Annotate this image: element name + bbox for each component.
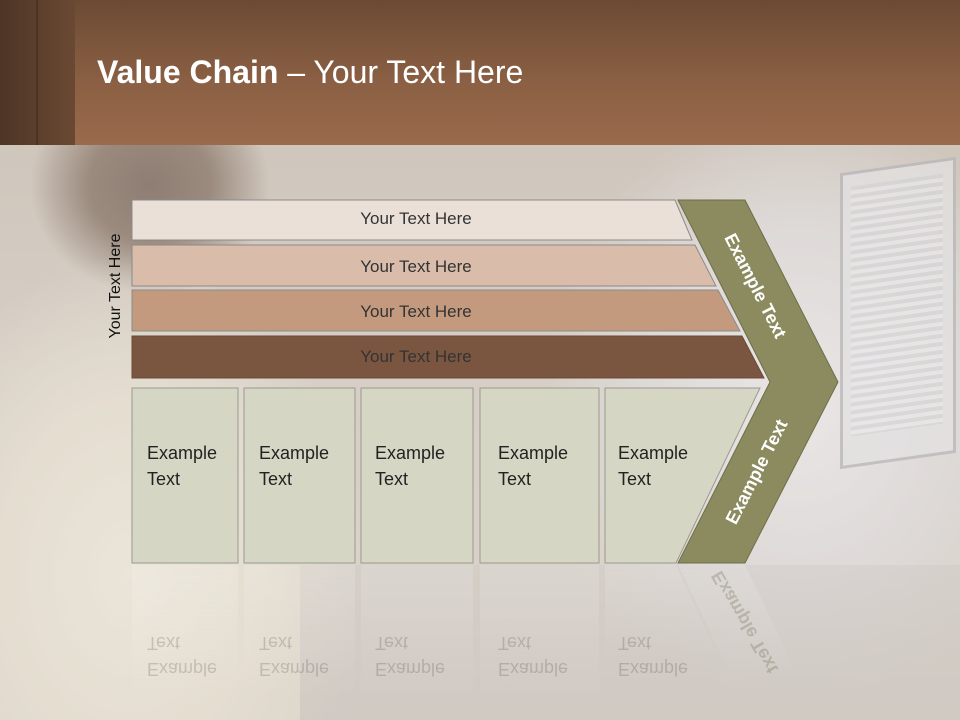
box-5[interactable] bbox=[604, 387, 761, 564]
header-accent-strip bbox=[0, 0, 75, 145]
title-bold: Value Chain bbox=[97, 54, 279, 90]
chevron-shape[interactable] bbox=[677, 199, 839, 564]
bar-4-label: Your Text Here bbox=[360, 347, 472, 366]
bar-3-label: Your Text Here bbox=[360, 302, 472, 321]
title-rest: – Your Text Here bbox=[278, 54, 524, 90]
box-4[interactable] bbox=[479, 387, 600, 564]
bar-1[interactable] bbox=[131, 199, 693, 241]
bar-2-label: Your Text Here bbox=[360, 257, 472, 276]
reflection bbox=[132, 565, 800, 700]
slide-title[interactable]: Value Chain – Your Text Here bbox=[97, 54, 523, 91]
bar-3[interactable] bbox=[131, 289, 741, 332]
slide-header: Value Chain – Your Text Here bbox=[0, 0, 960, 145]
bar-4[interactable] bbox=[131, 335, 765, 379]
box-3[interactable] bbox=[360, 387, 474, 564]
bar-2[interactable] bbox=[131, 244, 717, 287]
box-1[interactable] bbox=[131, 387, 239, 564]
box-2[interactable] bbox=[243, 387, 356, 564]
bar-1-label: Your Text Here bbox=[360, 209, 472, 228]
